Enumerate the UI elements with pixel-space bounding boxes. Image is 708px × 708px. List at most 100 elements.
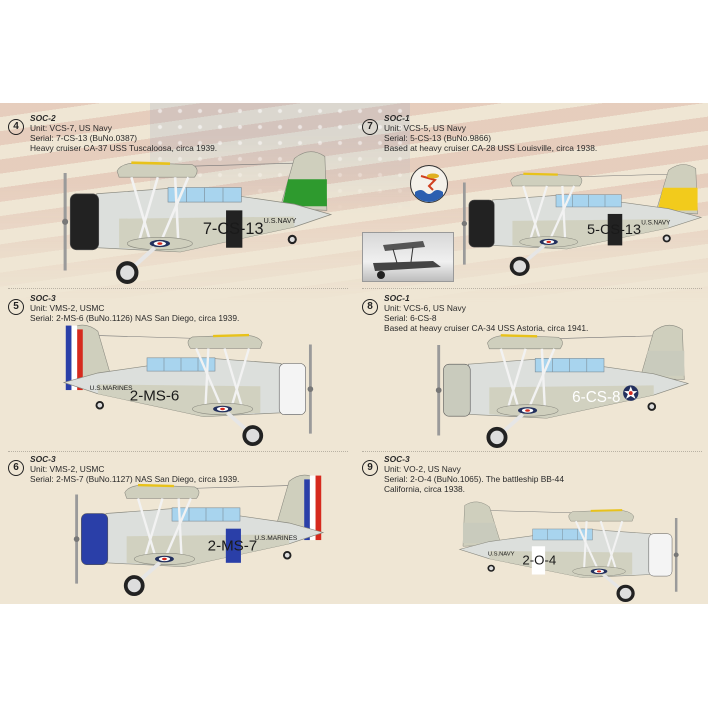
main-wheel: [509, 256, 530, 276]
propeller-hub: [461, 220, 468, 227]
caption-line: Unit: VCS-7, US Navy: [30, 123, 112, 133]
upper-wing: [510, 173, 583, 187]
service-marking: U.S.MARINES: [90, 385, 133, 392]
rudder-stripe: [315, 475, 322, 541]
main-wheel: [242, 425, 264, 446]
aircraft-model: SOC-1: [384, 293, 410, 303]
main-wheel: [486, 426, 508, 448]
aircraft-profile: 6-CS-8: [435, 324, 690, 448]
caption-line: Unit: VMS-2, USMC: [30, 303, 105, 313]
wing-leading-edge: [137, 483, 174, 488]
propeller-hub: [435, 387, 442, 394]
propeller-hub: [62, 218, 69, 225]
main-wheel: [123, 575, 145, 596]
caption-line: Serial: 2-MS-6 (BuNo.1126) NAS San Diego…: [30, 313, 240, 323]
caption-line: Unit: VCS-6, US Navy: [384, 303, 466, 313]
tail-wheel: [95, 400, 105, 410]
wing-strut: [136, 498, 157, 556]
wing-roundel: [525, 409, 530, 412]
historical-photo: [362, 232, 454, 282]
wing-roundel: [546, 240, 552, 244]
tail-color-band: [462, 522, 500, 544]
profile-number: 6: [8, 460, 24, 476]
aircraft-body: [62, 324, 314, 446]
propeller-hub: [307, 386, 314, 392]
wing-strut: [606, 520, 624, 569]
engine-cowl: [69, 193, 100, 251]
wing-strut: [507, 348, 527, 407]
aircraft-body: [458, 501, 679, 602]
wing-strut: [144, 498, 164, 556]
wing-strut: [165, 497, 192, 556]
profile-number: 4: [8, 119, 24, 135]
wing-strut: [130, 176, 151, 240]
wing-strut: [522, 185, 541, 239]
wing-strut: [223, 348, 243, 406]
fuselage-band: [531, 546, 546, 575]
engine-cowl: [443, 363, 471, 417]
divider: [362, 288, 702, 289]
caption-line: Unit: VO-2, US Navy: [384, 464, 461, 474]
divider: [8, 288, 348, 289]
wing-strut: [540, 348, 546, 407]
service-marking: U.S.NAVY: [488, 552, 515, 558]
wing-strut: [160, 176, 190, 240]
engine-cowl: [81, 513, 109, 565]
caption-line: Heavy cruiser CA-37 USS Tuscaloosa, circ…: [30, 143, 218, 153]
wing-leading-edge: [500, 334, 538, 338]
tail-wheel: [282, 550, 292, 560]
rudder-stripe: [77, 329, 83, 391]
squadron-insignia-icon: [415, 173, 443, 202]
insignia-center: [628, 391, 633, 396]
profile-number: 5: [8, 299, 24, 315]
upper-wing: [487, 335, 563, 350]
fuselage-code: 7-CS-13: [203, 220, 264, 238]
rudder-stripe: [309, 475, 316, 541]
aircraft-profile: 2-O-4U.S.NAVY: [458, 501, 679, 602]
wing-strut: [173, 177, 180, 240]
wing-strut: [529, 185, 549, 239]
aircraft-profile: 2-MS-7U.S.MARINES: [73, 474, 325, 596]
wing-roundel: [596, 570, 602, 573]
service-marking: U.S.MARINES: [254, 535, 297, 542]
wing-strut: [599, 520, 617, 569]
divider: [8, 451, 348, 452]
wing-strut: [583, 521, 588, 569]
tail-wheel: [287, 234, 297, 245]
service-marking: U.S.NAVY: [641, 220, 671, 227]
service-marking: U.S.NAVY: [264, 216, 297, 225]
tail-wheel: [662, 234, 671, 243]
caption-line: Unit: VMS-2, USMC: [30, 464, 105, 474]
wing-roundel: [220, 407, 225, 411]
upper-wing: [116, 162, 198, 178]
wing-strut: [574, 520, 599, 569]
aircraft-model: SOC-3: [30, 293, 56, 303]
fuselage-band: [226, 210, 243, 248]
profile-number: 7: [362, 119, 378, 135]
wing-strut: [561, 185, 567, 239]
aircraft-body: [461, 164, 703, 276]
aircraft-profile: 2-MS-6U.S.MARINES: [62, 324, 314, 446]
upper-wing: [568, 509, 635, 522]
propeller-hub: [73, 536, 80, 542]
caption-line: Unit: VCS-5, US Navy: [384, 123, 466, 133]
wing-roundel: [162, 557, 167, 561]
upper-wing: [187, 334, 263, 349]
tail-color-band: [282, 179, 327, 207]
aircraft-body: [435, 324, 690, 448]
wing-leading-edge: [213, 333, 250, 338]
wing-strut: [177, 498, 183, 556]
engine-cowl: [648, 533, 673, 577]
rudder-stripe: [304, 479, 310, 541]
tail-wheel: [487, 564, 495, 572]
engine-cowl: [278, 363, 306, 415]
fuselage-code: 6-CS-8: [572, 389, 620, 406]
wing-leading-edge: [523, 172, 558, 176]
aircraft-model: SOC-2: [30, 113, 56, 123]
wing-strut: [549, 185, 576, 239]
